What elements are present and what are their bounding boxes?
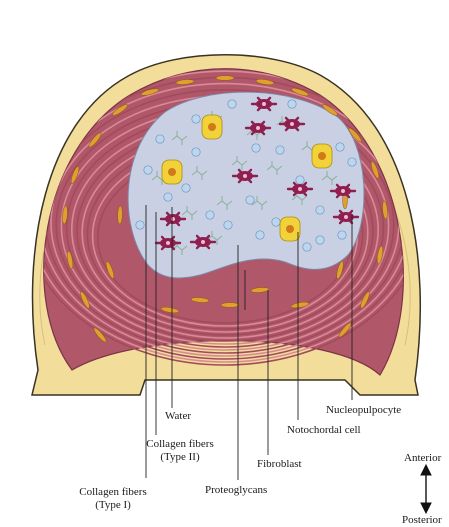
notochordal-nucleus <box>208 123 216 131</box>
nucleopulpocyte-nucleus <box>262 102 266 106</box>
water-droplet <box>144 166 152 174</box>
nucleopulpocyte-nucleus <box>256 126 260 130</box>
label-anterior: Anterior <box>404 452 441 465</box>
fibroblast <box>221 303 239 308</box>
water-droplet <box>256 231 264 239</box>
water-droplet <box>272 218 280 226</box>
label-notochordal-cell: Notochordal cell <box>287 424 361 437</box>
water-droplet <box>303 243 311 251</box>
water-droplet <box>276 146 284 154</box>
nucleus-pulposus <box>128 92 364 278</box>
water-droplet <box>316 206 324 214</box>
label-posterior: Posterior <box>402 514 442 527</box>
water-droplet <box>246 196 254 204</box>
label-water: Water <box>165 410 191 423</box>
orientation-arrow <box>421 465 431 513</box>
water-droplet <box>164 193 172 201</box>
nucleopulpocyte-nucleus <box>341 189 345 193</box>
nucleopulpocyte-nucleus <box>243 174 247 178</box>
notochordal-nucleus <box>168 168 176 176</box>
water-droplet <box>288 100 296 108</box>
fibroblast <box>117 206 122 224</box>
notochordal-nucleus <box>318 152 326 160</box>
label-fibroblast: Fibroblast <box>257 458 302 471</box>
water-droplet <box>338 231 346 239</box>
nucleopulpocyte-nucleus <box>344 215 348 219</box>
water-droplet <box>136 221 144 229</box>
water-droplet <box>348 158 356 166</box>
label-collagen-type1-line1: Collagen fibers <box>68 486 158 499</box>
nucleopulpocyte-nucleus <box>290 122 294 126</box>
water-droplet <box>316 236 324 244</box>
water-droplet <box>192 148 200 156</box>
water-droplet <box>224 221 232 229</box>
nucleopulpocyte-nucleus <box>298 187 302 191</box>
label-collagen-type2-line1: Collagen fibers <box>135 438 225 451</box>
label-collagen-type2-line2: (Type II) <box>135 451 225 464</box>
water-droplet <box>296 176 304 184</box>
notochordal-nucleus <box>286 225 294 233</box>
water-droplet <box>252 144 260 152</box>
water-droplet <box>336 143 344 151</box>
water-droplet <box>228 100 236 108</box>
water-droplet <box>206 211 214 219</box>
water-droplet <box>156 135 164 143</box>
label-collagen-type2: Collagen fibers (Type II) <box>135 438 225 464</box>
water-droplet <box>182 184 190 192</box>
water-droplet <box>192 115 200 123</box>
label-collagen-type1: Collagen fibers (Type I) <box>68 486 158 512</box>
fibroblast <box>216 76 234 81</box>
nucleopulpocyte-nucleus <box>166 241 170 245</box>
nucleopulpocyte-nucleus <box>201 240 205 244</box>
label-nucleopulpocyte: Nucleopulpocyte <box>326 404 401 417</box>
label-collagen-type1-line2: (Type I) <box>68 499 158 512</box>
label-proteoglycans: Proteoglycans <box>205 484 267 497</box>
